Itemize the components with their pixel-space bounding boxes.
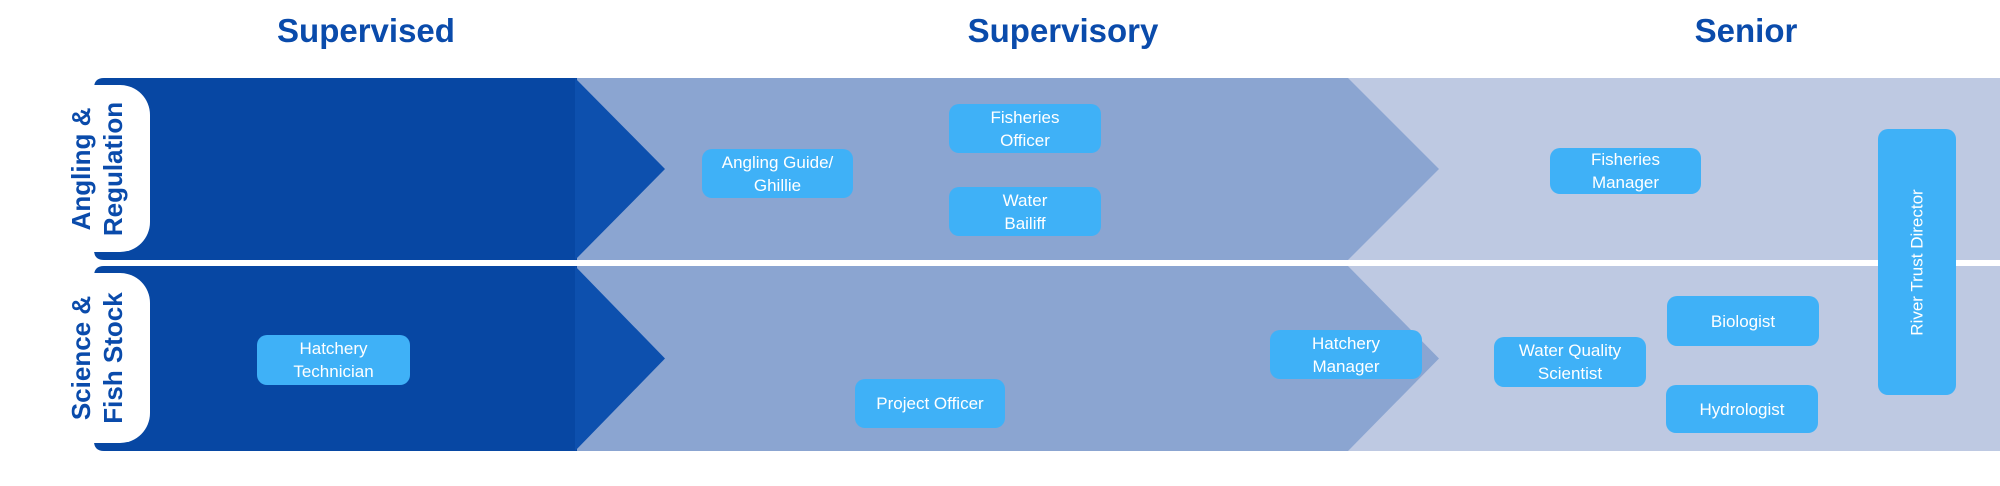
role-box-fisheries-manager: Fisheries Manager bbox=[1550, 148, 1701, 194]
role-box-hatchery-manager: Hatchery Manager bbox=[1270, 330, 1422, 379]
role-box-fisheries-officer: Fisheries Officer bbox=[949, 104, 1101, 153]
role-box-hatchery-technician: Hatchery Technician bbox=[257, 335, 410, 385]
level-header-senior: Senior bbox=[1694, 12, 1798, 49]
role-box-project-officer: Project Officer bbox=[855, 379, 1005, 428]
stream-label-angling-regulation: Angling & Regulation bbox=[66, 101, 128, 237]
label-notch-row2 bbox=[24, 273, 150, 443]
role-box-water-quality-scientist: Water Quality Scientist bbox=[1494, 337, 1646, 387]
supervisory-arrow-row1 bbox=[575, 78, 1439, 260]
level-header-supervisory: Supervisory bbox=[967, 12, 1159, 49]
role-box-water-bailiff: Water Bailiff bbox=[949, 187, 1101, 236]
senior-band-row2 bbox=[1348, 266, 2000, 451]
stream-label-science-fish-stock: Science & Fish Stock bbox=[66, 292, 128, 424]
label-notch-row1 bbox=[24, 85, 150, 252]
supervised-arrow-head-row1 bbox=[575, 78, 665, 260]
river-trust-director-label: River Trust Director bbox=[1907, 188, 1927, 336]
supervised-arrow-head-row2 bbox=[575, 266, 665, 451]
role-box-biologist: Biologist bbox=[1667, 296, 1819, 346]
supervisory-arrow-row2 bbox=[575, 266, 1439, 451]
role-box-angling-guide-ghillie: Angling Guide/ Ghillie bbox=[702, 149, 853, 198]
supervised-arrow-body-row1 bbox=[94, 78, 577, 260]
role-box-hydrologist: Hydrologist bbox=[1666, 385, 1818, 433]
level-header-supervised: Supervised bbox=[277, 12, 455, 49]
role-box-river-trust-director: River Trust Director bbox=[1878, 129, 1956, 395]
